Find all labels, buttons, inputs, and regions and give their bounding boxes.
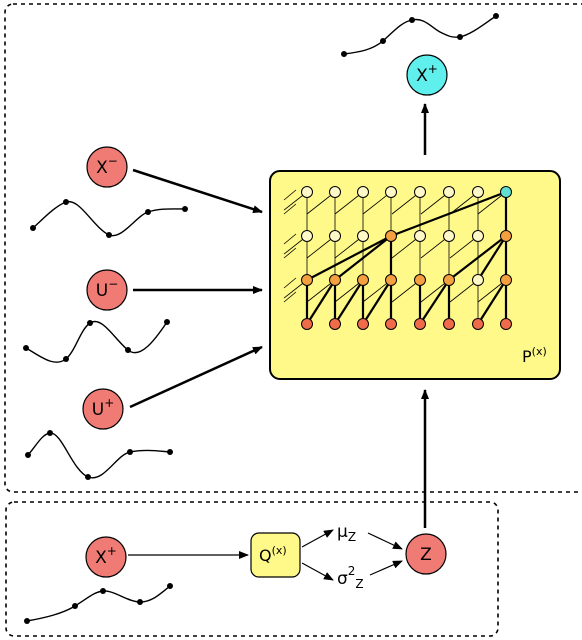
decoder-network-lattice	[283, 186, 512, 330]
lattice-node	[500, 230, 512, 242]
svg-text:U+: U+	[92, 396, 115, 420]
lattice-edge	[283, 233, 297, 245]
lattice-edge	[283, 203, 297, 215]
lattice-node	[500, 318, 512, 330]
svg-text:X−: X−	[96, 154, 118, 178]
lattice-node	[301, 230, 313, 242]
svg-text:U−: U−	[96, 277, 119, 301]
lattice-highlight-edge	[477, 279, 507, 325]
lattice-node	[443, 230, 455, 242]
lattice-node	[301, 274, 313, 286]
u-plus-node: U+	[82, 388, 124, 430]
lattice-node	[500, 186, 512, 198]
lattice-node	[443, 318, 455, 330]
x-plus-input-sequence-sketch	[24, 583, 173, 624]
lattice-node	[357, 318, 369, 330]
lattice-highlight-edge	[362, 279, 392, 325]
decoder-label: P(x)	[522, 345, 547, 366]
lattice-node	[472, 186, 484, 198]
lattice-node	[414, 230, 426, 242]
mu-label: μZ	[337, 522, 356, 544]
lattice-edge	[283, 189, 297, 201]
lattice-highlight-edge	[419, 279, 450, 325]
lattice-node	[329, 186, 341, 198]
u-minus-sequence-sketch	[23, 319, 170, 363]
lattice-node	[329, 318, 341, 330]
encoder-to-sigma-arrow	[301, 562, 334, 581]
lattice-highlight-edge	[334, 235, 392, 281]
x-minus-node: X−	[86, 146, 128, 188]
lattice-node	[357, 186, 369, 198]
lattice-node	[357, 230, 369, 242]
lattice-node	[472, 318, 484, 330]
lattice-node	[472, 230, 484, 242]
lattice-node	[472, 274, 484, 286]
lattice-node	[357, 274, 369, 286]
svg-text:Z: Z	[420, 545, 432, 565]
lattice-node	[385, 318, 397, 330]
lattice-highlight-edge	[306, 235, 392, 281]
lattice-node	[414, 318, 426, 330]
lattice-node	[385, 186, 397, 198]
u-minus-node: U−	[86, 269, 128, 311]
lattice-edge	[283, 247, 297, 259]
x-minus-sequence-sketch	[30, 199, 188, 238]
sigma-to-z-arrow	[369, 560, 403, 576]
z-node: Z	[405, 533, 447, 575]
x-minus-to-decoder-arrow	[132, 168, 263, 214]
encoder-arrows	[128, 529, 403, 581]
u-plus-to-decoder-arrow	[129, 345, 263, 409]
lattice-highlight-edge	[306, 279, 336, 325]
sigma-label: σ2Z	[337, 564, 364, 591]
lattice-node	[301, 318, 313, 330]
lattice-highlight-edge	[477, 235, 507, 281]
svg-text:X+: X+	[416, 62, 438, 86]
lattice-node	[329, 230, 341, 242]
lattice-node	[443, 186, 455, 198]
lattice-node	[414, 186, 426, 198]
lattice-node	[500, 274, 512, 286]
lattice-node	[385, 230, 397, 242]
x-plus-output-node: X+	[406, 54, 448, 96]
u-plus-sequence-sketch	[25, 430, 173, 480]
encoder-region-border	[5, 501, 499, 637]
svg-text:X+: X+	[95, 544, 117, 568]
lattice-node	[443, 274, 455, 286]
lattice-highlight-edge	[390, 190, 507, 238]
encoder-box	[250, 532, 301, 578]
encoder-to-mu-arrow	[301, 529, 334, 548]
encoder-label: Q(x)	[259, 544, 287, 565]
lattice-node	[414, 274, 426, 286]
x-plus-input-node: X+	[85, 536, 127, 578]
lattice-edge	[283, 291, 297, 303]
lattice-highlight-edge	[334, 279, 364, 325]
input-arrows	[129, 103, 429, 528]
lattice-node	[301, 186, 313, 198]
lattice-node	[385, 274, 397, 286]
output-sequence-sketch	[341, 13, 499, 57]
lattice-node	[329, 274, 341, 286]
lattice-highlight-edge	[448, 235, 507, 281]
decoder-box	[269, 170, 561, 380]
mu-to-z-arrow	[367, 532, 403, 550]
lattice-edge	[283, 277, 297, 289]
